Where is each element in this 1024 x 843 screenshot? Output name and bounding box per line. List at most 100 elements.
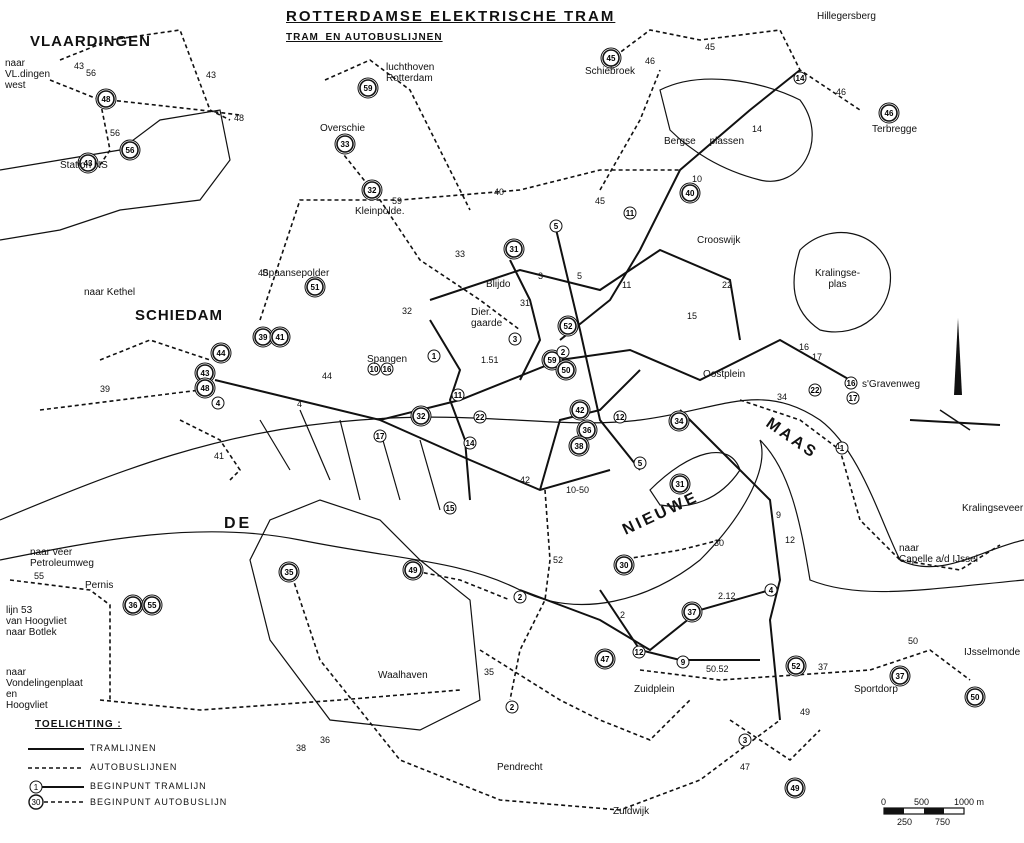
terminus-number: 2 <box>561 348 566 357</box>
terminus-number: 17 <box>849 394 858 403</box>
bus-line-segment <box>609 29 861 111</box>
terminus-number: 36 <box>129 601 138 610</box>
bus-terminus-marker <box>557 361 575 379</box>
terminus-number: 5 <box>638 459 643 468</box>
route-number: 49 <box>800 707 811 717</box>
place-zuidplein: Zuidplein <box>634 684 675 695</box>
legend-bus-label: AUTOBUSLIJNEN <box>90 762 178 772</box>
route-number: 46 <box>836 87 847 97</box>
terminus-number: 42 <box>576 406 585 415</box>
legend-tram-start-circle <box>29 780 43 794</box>
terminus-number: 37 <box>688 608 697 617</box>
route-number: 12 <box>785 535 796 545</box>
place-naar-capelle: naar Capelle a/d IJssel <box>899 543 978 565</box>
place-bergse-plassen: Bergse plassen <box>664 136 745 147</box>
tram-terminus-marker <box>835 441 849 455</box>
tram-terminus-marker <box>451 388 465 402</box>
water-label-de: DE <box>224 515 253 532</box>
bus-terminus-marker <box>671 475 689 493</box>
bus-terminus-marker <box>505 240 523 258</box>
north-arrow-head <box>954 318 962 395</box>
bus-terminus-marker <box>683 603 701 621</box>
tram-terminus-marker <box>367 362 381 376</box>
place-spaansepolder: Spaansepolder <box>262 268 330 279</box>
place-pernis: Pernis <box>85 580 114 591</box>
legend-bus-start-label: BEGINPUNT AUTOBUSLIJN <box>90 797 228 807</box>
tram-line-segment <box>214 338 851 422</box>
place-kralingseveer: Kralingseveer <box>962 503 1024 514</box>
north-arrow-bar <box>909 419 1001 426</box>
terminus-number: 41 <box>276 333 285 342</box>
route-number: 5 <box>577 271 583 281</box>
terminus-number: 10 <box>370 365 379 374</box>
tram-line-segment <box>554 224 641 471</box>
place-s-gravenweg: s'Gravenweg <box>862 379 921 390</box>
tram-terminus-marker <box>633 456 647 470</box>
terminus-number: 48 <box>102 95 111 104</box>
legend-tram-start-label: BEGINPUNT TRAMLIJN <box>90 781 207 791</box>
scale-label-1000: 1000 m <box>954 797 985 807</box>
place-station-ns: Station NS <box>60 160 108 171</box>
city-vlaardingen: VLAARDINGEN <box>30 33 152 50</box>
terminus-number: 48 <box>201 384 210 393</box>
city-schiedam: SCHIEDAM <box>135 307 224 324</box>
bus-terminus-marker <box>880 104 898 122</box>
route-number: 37 <box>818 662 829 672</box>
tram-terminus-marker <box>844 376 858 390</box>
tram-terminus-marker <box>443 501 457 515</box>
river-north-bank <box>0 399 1024 568</box>
route-number: 50.52 <box>706 664 729 674</box>
terminus-number: 47 <box>601 655 610 664</box>
tram-terminus-marker <box>505 700 519 714</box>
terminus-number: 9 <box>681 658 686 667</box>
place-terbregge: Terbregge <box>872 124 918 135</box>
route-number: 33 <box>455 249 466 259</box>
route-number: 35 <box>484 667 495 677</box>
bus-terminus-marker <box>306 278 324 296</box>
terminus-number: 46 <box>885 109 894 118</box>
place-oostplein: Oostplein <box>703 369 746 380</box>
terminus-number: 2 <box>518 593 523 602</box>
route-number: 1.51 <box>481 355 499 365</box>
route-number: 45 <box>705 42 716 52</box>
route-number: 2.12 <box>718 591 736 601</box>
place-pendrecht: Pendrecht <box>497 762 543 773</box>
bus-terminus-marker <box>570 437 588 455</box>
scale-label-750: 750 <box>935 817 951 827</box>
bus-terminus-marker <box>97 90 115 108</box>
bus-terminus-marker <box>363 181 381 199</box>
route-number: 15 <box>687 311 698 321</box>
route-number: 34 <box>777 392 788 402</box>
scale-label-250: 250 <box>897 817 913 827</box>
terminus-number: 40 <box>686 189 695 198</box>
tram-terminus-marker <box>613 410 627 424</box>
legend-title: TOELICHTING : <box>35 719 122 730</box>
tram-line-segment <box>559 69 801 341</box>
harbour-outlines <box>0 78 1024 731</box>
tram-terminus-marker <box>427 349 441 363</box>
terminus-number: 11 <box>626 209 635 218</box>
place-kralingse-plas: Kralingse- plas <box>815 268 861 290</box>
bus-lines <box>9 29 1001 811</box>
terminus-number: 44 <box>217 349 226 358</box>
route-number: 43 <box>74 61 85 71</box>
bus-terminus-marker <box>571 401 589 419</box>
terminus-number: 34 <box>675 417 684 426</box>
terminus-number: 33 <box>341 140 350 149</box>
tram-lines <box>214 69 851 721</box>
place-diergaarde: Dier. gaarde <box>471 307 503 329</box>
bus-terminus-marker <box>681 184 699 202</box>
scale-label-500: 500 <box>914 797 930 807</box>
terminus-number: 1 <box>840 444 845 453</box>
terminus-number: 11 <box>454 391 463 400</box>
route-number: 44 <box>322 371 333 381</box>
tram-line-segment <box>429 319 471 501</box>
terminus-number: 31 <box>676 480 685 489</box>
tram-terminus-marker <box>808 383 822 397</box>
route-number: 3 <box>538 271 544 281</box>
place-naar-vldingen-west: naar VL.dingen west <box>5 58 51 91</box>
bus-line-segment <box>409 569 511 601</box>
bus-line-segment <box>479 649 691 741</box>
bus-line-segment <box>289 569 781 811</box>
